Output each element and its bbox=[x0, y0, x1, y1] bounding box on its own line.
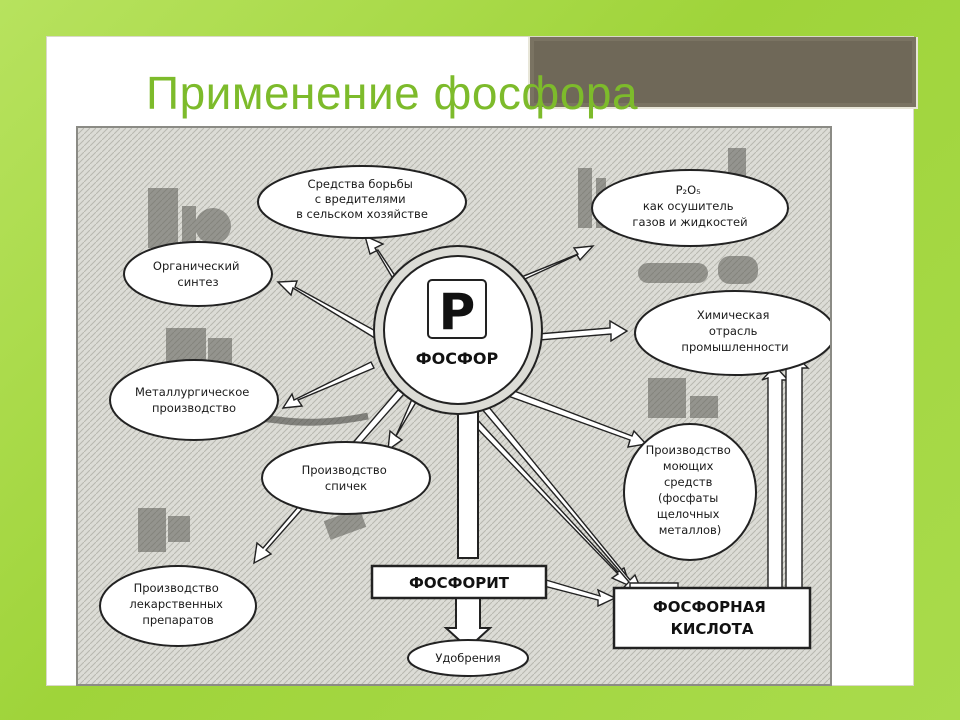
node-medicine-line-3: препаратов bbox=[142, 613, 214, 627]
node-detergents-line-3: средств bbox=[664, 475, 713, 489]
node-chemical-line-2: отрасль bbox=[709, 324, 758, 338]
node-detergents: Производство моющих средств (фосфаты щел… bbox=[623, 423, 757, 561]
node-metallurgy-line-1: Металлургическое bbox=[135, 385, 249, 399]
node-pest-control-line-2: с вредителями bbox=[315, 192, 406, 206]
node-detergents-line-5: щелочных bbox=[657, 507, 720, 521]
node-chemical-line-1: Химическая bbox=[697, 308, 770, 322]
node-detergents-line-1: Производство bbox=[646, 443, 731, 457]
phosphorite-label: ФОСФОРИТ bbox=[409, 574, 510, 592]
node-p2o5-line-2: как осушитель bbox=[643, 199, 734, 213]
node-organic-synthesis: Органический синтез bbox=[123, 241, 273, 307]
phosphorite-down-arrow bbox=[443, 593, 493, 650]
phosphorus-name: ФОСФОР bbox=[416, 349, 499, 368]
node-matches-line-1: Производство bbox=[302, 463, 387, 477]
svg-text:Средства борьбы с вред: Средства борьбы с вредителями в сельском… bbox=[296, 177, 428, 221]
node-chemical-industry: Химическая отрасль промышленности bbox=[634, 290, 830, 376]
node-medicine: Производство лекарственных препаратов bbox=[99, 565, 257, 647]
svg-text:Химическая отрасль: Химическая отрасль промышленности bbox=[681, 308, 788, 354]
title-tab-decoration bbox=[528, 37, 918, 109]
svg-text:Органический синтез: Органический синтез bbox=[153, 259, 243, 289]
node-p2o5-line-1: P₂O₅ bbox=[676, 183, 702, 197]
factory-illustrations bbox=[138, 148, 758, 552]
node-pest-control-line-1: Средства борьбы bbox=[308, 177, 413, 191]
node-p2o5-desiccant: P₂O₅ как осушитель газов и жидкостей bbox=[591, 169, 789, 247]
svg-text:ФОСФОРНАЯ КИСЛОТА: ФОСФОРНАЯ КИСЛОТА bbox=[653, 598, 771, 638]
node-matches-line-2: спичек bbox=[325, 479, 367, 493]
svg-text:P₂O₅ как осушитель: P₂O₅ как осушитель газов и жидкостей bbox=[632, 183, 747, 229]
node-metallurgy: Металлургическое производство bbox=[109, 359, 279, 441]
node-pest-control: Средства борьбы с вредителями в сельском… bbox=[257, 165, 467, 239]
phosphorite-box: ФОСФОРИТ bbox=[370, 564, 548, 600]
node-organic-line-2: синтез bbox=[177, 275, 218, 289]
node-medicine-line-2: лекарственных bbox=[129, 597, 223, 611]
node-detergents-line-2: моющих bbox=[663, 459, 714, 473]
node-p2o5-line-3: газов и жидкостей bbox=[632, 215, 747, 229]
node-pest-control-line-3: в сельском хозяйстве bbox=[296, 207, 428, 221]
node-chemical-line-3: промышленности bbox=[681, 340, 788, 354]
node-medicine-line-1: Производство bbox=[134, 581, 219, 595]
node-organic-line-1: Органический bbox=[153, 259, 240, 273]
phosphorus-usage-diagram: P ФОСФОР Средства борьбы с вредителями в… bbox=[76, 126, 832, 686]
phosphoric-acid-line-1: ФОСФОРНАЯ bbox=[653, 598, 766, 616]
svg-text:Металлургическое произ: Металлургическое производство bbox=[135, 385, 253, 415]
connection-arrows bbox=[253, 234, 810, 608]
node-metallurgy-line-2: производство bbox=[152, 401, 236, 415]
phosphoric-acid-line-2: КИСЛОТА bbox=[671, 620, 754, 638]
svg-text:Производство моющих: Производство моющих средств (фосфаты щел… bbox=[646, 443, 735, 537]
phosphorus-symbol: P bbox=[439, 283, 476, 341]
node-matches: Производство спичек bbox=[261, 441, 431, 515]
node-fertilizers: Удобрения bbox=[407, 639, 529, 677]
phosphoric-acid-box: ФОСФОРНАЯ КИСЛОТА bbox=[612, 586, 812, 650]
phosphorus-center-node: P ФОСФОР bbox=[373, 245, 543, 415]
node-detergents-line-4: (фосфаты bbox=[658, 491, 718, 505]
svg-text:Производство спичек: Производство спичек bbox=[302, 463, 391, 493]
node-fertilizers-label: Удобрения bbox=[435, 651, 500, 665]
slide-title: Применение фосфора bbox=[146, 67, 639, 119]
node-detergents-line-6: металлов) bbox=[659, 523, 722, 537]
svg-text:Производство лекарстве: Производство лекарственных препаратов bbox=[129, 581, 226, 627]
